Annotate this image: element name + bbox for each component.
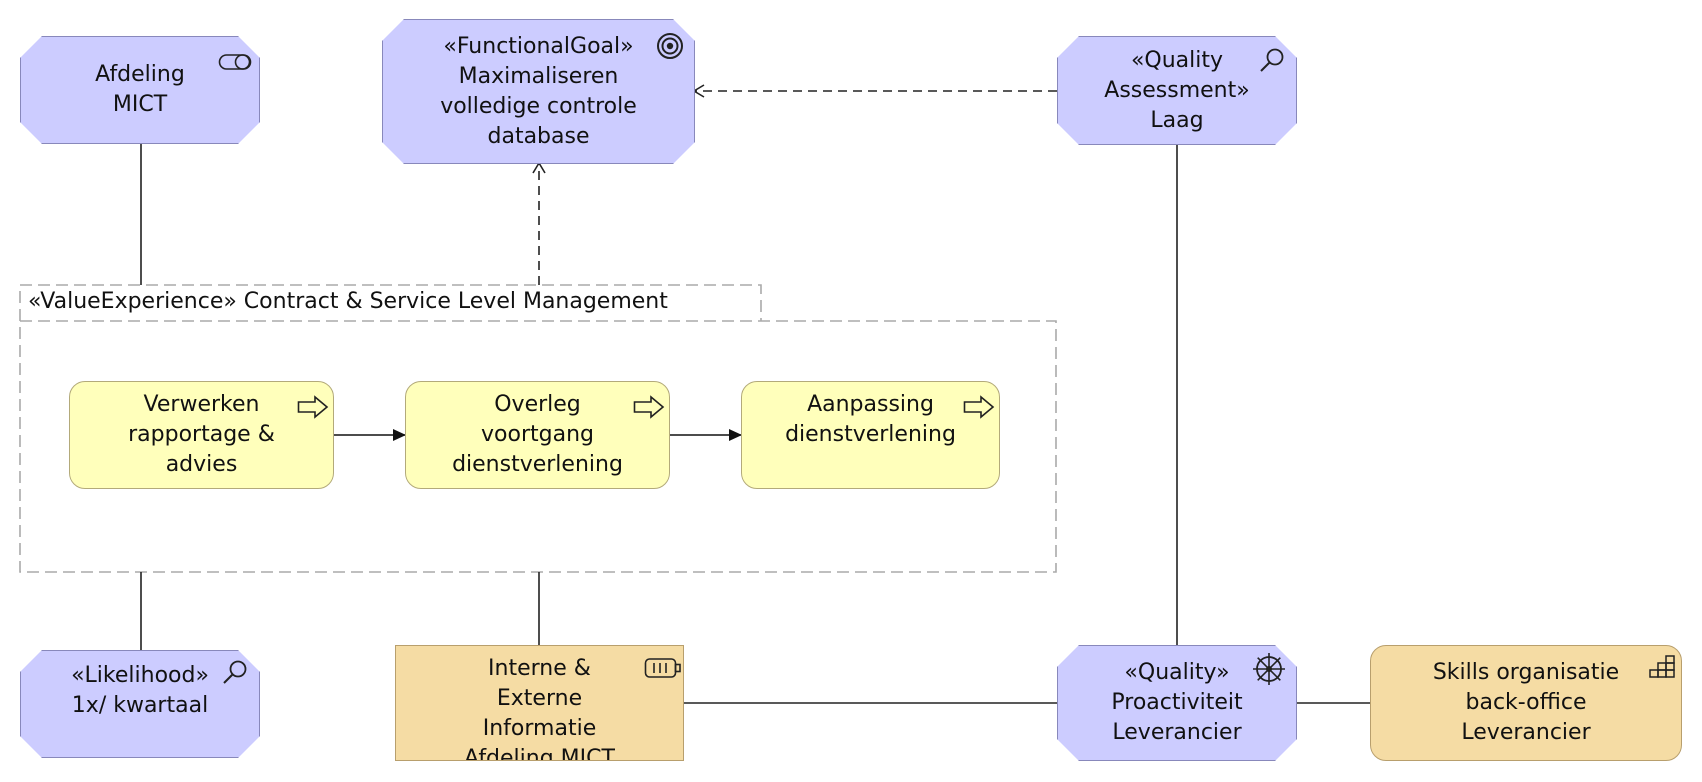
node-line: Afdeling MICT (464, 746, 615, 761)
node-line: back-office (1465, 690, 1587, 715)
node-line: Aanpassing (807, 392, 934, 417)
node-line: dienstverlening (785, 422, 956, 447)
process-arrow-icon (297, 395, 329, 419)
node-line: Assessment» (1104, 77, 1250, 103)
quality-proactiviteit-node[interactable]: «Quality» Proactiviteit Leverancier (1057, 645, 1297, 761)
quality-assessment-node[interactable]: «Quality Assessment» Laag (1057, 36, 1297, 145)
node-line: advies (165, 452, 238, 477)
node-line: «Quality» (1124, 660, 1230, 685)
capability-icon (1649, 655, 1675, 678)
node-line: 1x/ kwartaal (71, 693, 209, 718)
group-label: «ValueExperience» Contract & Service Lev… (28, 289, 668, 314)
process-aanpassing-node[interactable]: Aanpassing dienstverlening (741, 381, 1000, 489)
node-line: Proactiviteit (1111, 690, 1243, 715)
node-line: MICT (112, 92, 168, 117)
node-line: «Quality (1130, 47, 1224, 73)
node-line: Skills organisatie (1432, 660, 1620, 685)
driver-icon (1253, 653, 1285, 685)
process-arrow-icon (633, 395, 665, 419)
functional-goal-node[interactable]: «FunctionalGoal» Maximaliseren volledige… (382, 19, 695, 164)
magnifier-icon (1260, 48, 1284, 72)
process-overleg-node[interactable]: Overleg voortgang dienstverlening (405, 381, 670, 489)
node-line: volledige controle (440, 93, 637, 119)
afdeling-mict-node[interactable]: Afdeling MICT (20, 36, 260, 144)
node-line: voortgang (481, 422, 594, 447)
capability-skills-node[interactable]: Skills organisatie back-office Leveranci… (1370, 645, 1682, 761)
node-line: Informatie (482, 716, 597, 741)
resource-informatie-node[interactable]: Interne & Externe Informatie Afdeling MI… (395, 645, 684, 761)
node-line: Interne & (488, 656, 591, 681)
toggle-icon (218, 54, 252, 70)
resource-icon (644, 658, 681, 678)
node-line: Externe (496, 686, 583, 711)
node-line: dienstverlening (452, 452, 623, 477)
node-line: «FunctionalGoal» (443, 33, 634, 59)
node-line: Leverancier (1112, 720, 1242, 745)
node-line: Afdeling (95, 62, 185, 87)
node-line: rapportage & (128, 422, 275, 447)
node-line: database (487, 123, 590, 149)
likelihood-node[interactable]: «Likelihood» 1x/ kwartaal (20, 650, 260, 758)
process-verwerken-node[interactable]: Verwerken rapportage & advies (69, 381, 334, 489)
node-line: Leverancier (1461, 720, 1591, 745)
group-frame (19, 284, 1057, 573)
node-line: Overleg (494, 392, 581, 417)
node-line: «Likelihood» (71, 663, 209, 688)
node-line: Maximaliseren (458, 63, 619, 89)
process-arrow-icon (963, 395, 995, 419)
node-line: Verwerken (143, 392, 260, 417)
target-icon (657, 33, 683, 59)
node-line: Laag (1150, 107, 1204, 133)
magnifier-icon (223, 660, 247, 684)
